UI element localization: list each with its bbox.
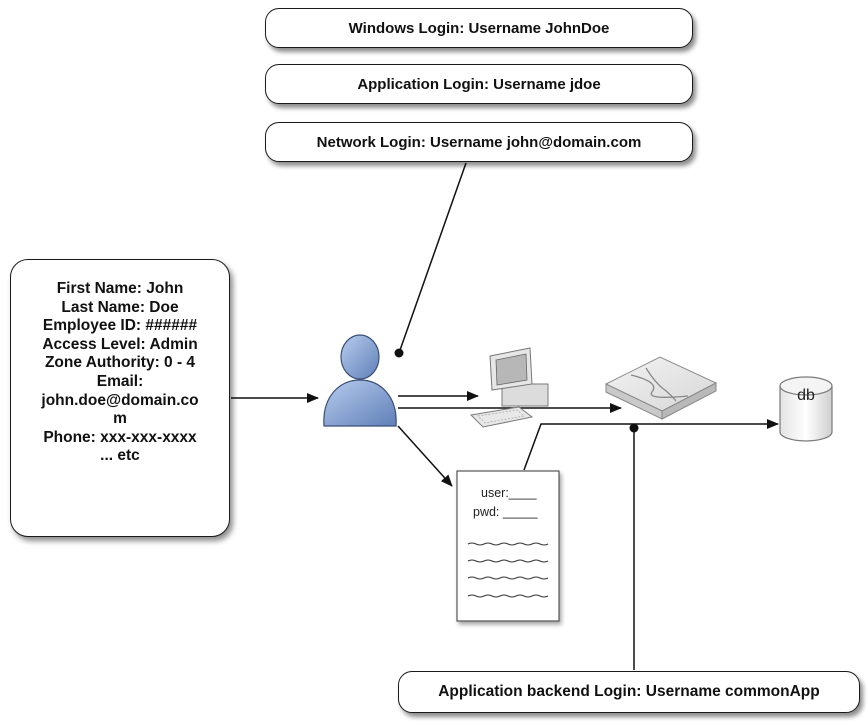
user-to-document-arrow [397,425,453,487]
user-record-line: Last Name: Doe [61,298,179,316]
user-icon [323,334,397,427]
user-record-line: ... etc [100,447,140,465]
document-user-field: user:____ [481,486,538,500]
document-scribble-lines [467,542,549,598]
user-record-line: Employee ID: ###### [42,317,198,335]
document-to-db-arrow [523,419,779,471]
network-login-label: Network Login: Username john@domain.com [265,122,693,162]
user-record-line: Access Level: Admin [42,335,198,353]
backend-login-connector-dot [629,423,639,433]
application-login-label: Application Login: Username jdoe [265,64,693,104]
network-switch-icon [604,356,718,420]
document-icon: user:____ pwd: _____ [456,470,560,622]
windows-login-label: Windows Login: Username JohnDoe [265,8,693,48]
backend-login-label: Application backend Login: Username comm… [398,671,860,713]
user-record-line: Phone: xxx-xxx-xxxx [43,428,197,446]
document-pwd-field: pwd: _____ [473,505,539,519]
user-record-line: m [113,410,127,428]
network-login-connector [398,162,467,354]
user-record-line: john.doe@domain.co [41,391,199,409]
user-record-line: First Name: John [56,280,184,297]
network-login-connector-dot [394,348,404,358]
computer-icon [469,347,549,428]
user-record-box: First Name: John Last Name: Doe Employee… [10,259,230,537]
user-record-line: Email: [96,372,144,390]
database-label: db [797,387,815,404]
user-record-line: Zone Authority: 0 - 4 [44,354,196,372]
database-icon: db [779,376,833,442]
